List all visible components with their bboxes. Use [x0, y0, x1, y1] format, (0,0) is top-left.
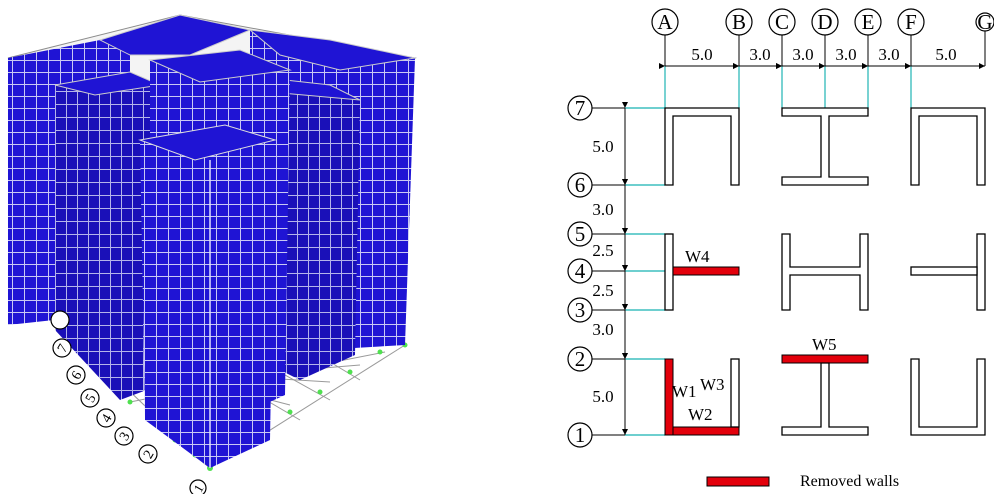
column-axis-leaders	[664, 31, 986, 66]
axis-B: B	[732, 10, 746, 34]
tower-mid-left	[54, 71, 162, 400]
axis-4: 4	[575, 259, 586, 283]
label-W1: W1	[672, 382, 697, 401]
building-3d-model: 7 6 5 4 3 2 1	[7, 14, 417, 494]
label-W2: W2	[688, 405, 713, 424]
column-axis-cyan	[664, 66, 912, 108]
wall-W2-removed	[672, 426, 740, 436]
row-spacing-1-2: 5.0	[592, 387, 613, 406]
wall-h-section-mid	[781, 233, 869, 311]
axis-G: G	[977, 10, 992, 34]
axis-6: 6	[575, 173, 586, 197]
row-axis-leaders	[592, 107, 625, 436]
col-spacing-FG: 5.0	[935, 45, 956, 64]
axis-F: F	[905, 10, 917, 34]
axis-1: 1	[575, 423, 586, 447]
wall-channel-top-right	[910, 107, 986, 186]
row-spacing-5-6: 3.0	[592, 200, 613, 219]
wall-W5-removed	[781, 354, 869, 364]
wall-mid-left-column	[664, 233, 674, 311]
row-spacing-6-7: 5.0	[592, 137, 613, 156]
axis-2: 2	[575, 347, 586, 371]
axis-7: 7	[575, 96, 586, 120]
col-spacing-BC: 3.0	[749, 45, 770, 64]
model-axis-labels: 7 6 5 4 3 2 1	[50, 310, 207, 494]
tower-front	[138, 124, 277, 468]
wall-mid-right-flange	[910, 266, 978, 276]
axis-D: D	[817, 10, 832, 34]
row-spacing-2-3: 3.0	[592, 320, 613, 339]
wall-W1-removed	[664, 358, 674, 436]
wall-channel-bottom-right	[910, 358, 986, 436]
column-spacings: 5.0 3.0 3.0 3.0 3.0 5.0	[691, 45, 956, 64]
col-spacing-CD: 3.0	[792, 45, 813, 64]
label-W4: W4	[685, 247, 710, 266]
axis-3: 3	[575, 298, 586, 322]
axis-E: E	[862, 10, 875, 34]
wall-mid-right-column	[976, 233, 986, 311]
legend-label: Removed walls	[800, 473, 899, 490]
wall-i-section-bottom	[781, 362, 869, 436]
label-W3: W3	[700, 375, 725, 394]
row-spacing-4-5: 2.5	[592, 241, 613, 260]
axis-A: A	[657, 10, 673, 34]
wall-W4-removed	[672, 266, 740, 276]
wall-i-section-top	[781, 107, 869, 186]
floor-plan: A B C D E F G	[567, 8, 994, 490]
col-spacing-AB: 5.0	[691, 45, 712, 64]
row-axis-bubbles: 7 6 5 4 3 2 1	[567, 95, 593, 448]
legend: Removed walls	[706, 473, 899, 490]
wall-labels: W1 W2 W3 W4 W5	[672, 247, 837, 424]
wall-channel-top-left	[664, 107, 740, 186]
legend-swatch	[706, 476, 770, 487]
col-spacing-DE: 3.0	[835, 45, 856, 64]
row-spacing-3-4: 2.5	[592, 281, 613, 300]
row-spacings: 5.0 3.0 2.5 2.5 3.0 5.0	[592, 137, 613, 406]
axis-C: C	[775, 10, 789, 34]
col-spacing-EF: 3.0	[878, 45, 899, 64]
label-W5: W5	[812, 335, 837, 354]
wall-W3	[730, 358, 740, 428]
axis-5: 5	[575, 222, 586, 246]
row-axis-cyan	[625, 107, 665, 436]
column-axis-bubbles: A B C D E F G	[651, 8, 994, 36]
